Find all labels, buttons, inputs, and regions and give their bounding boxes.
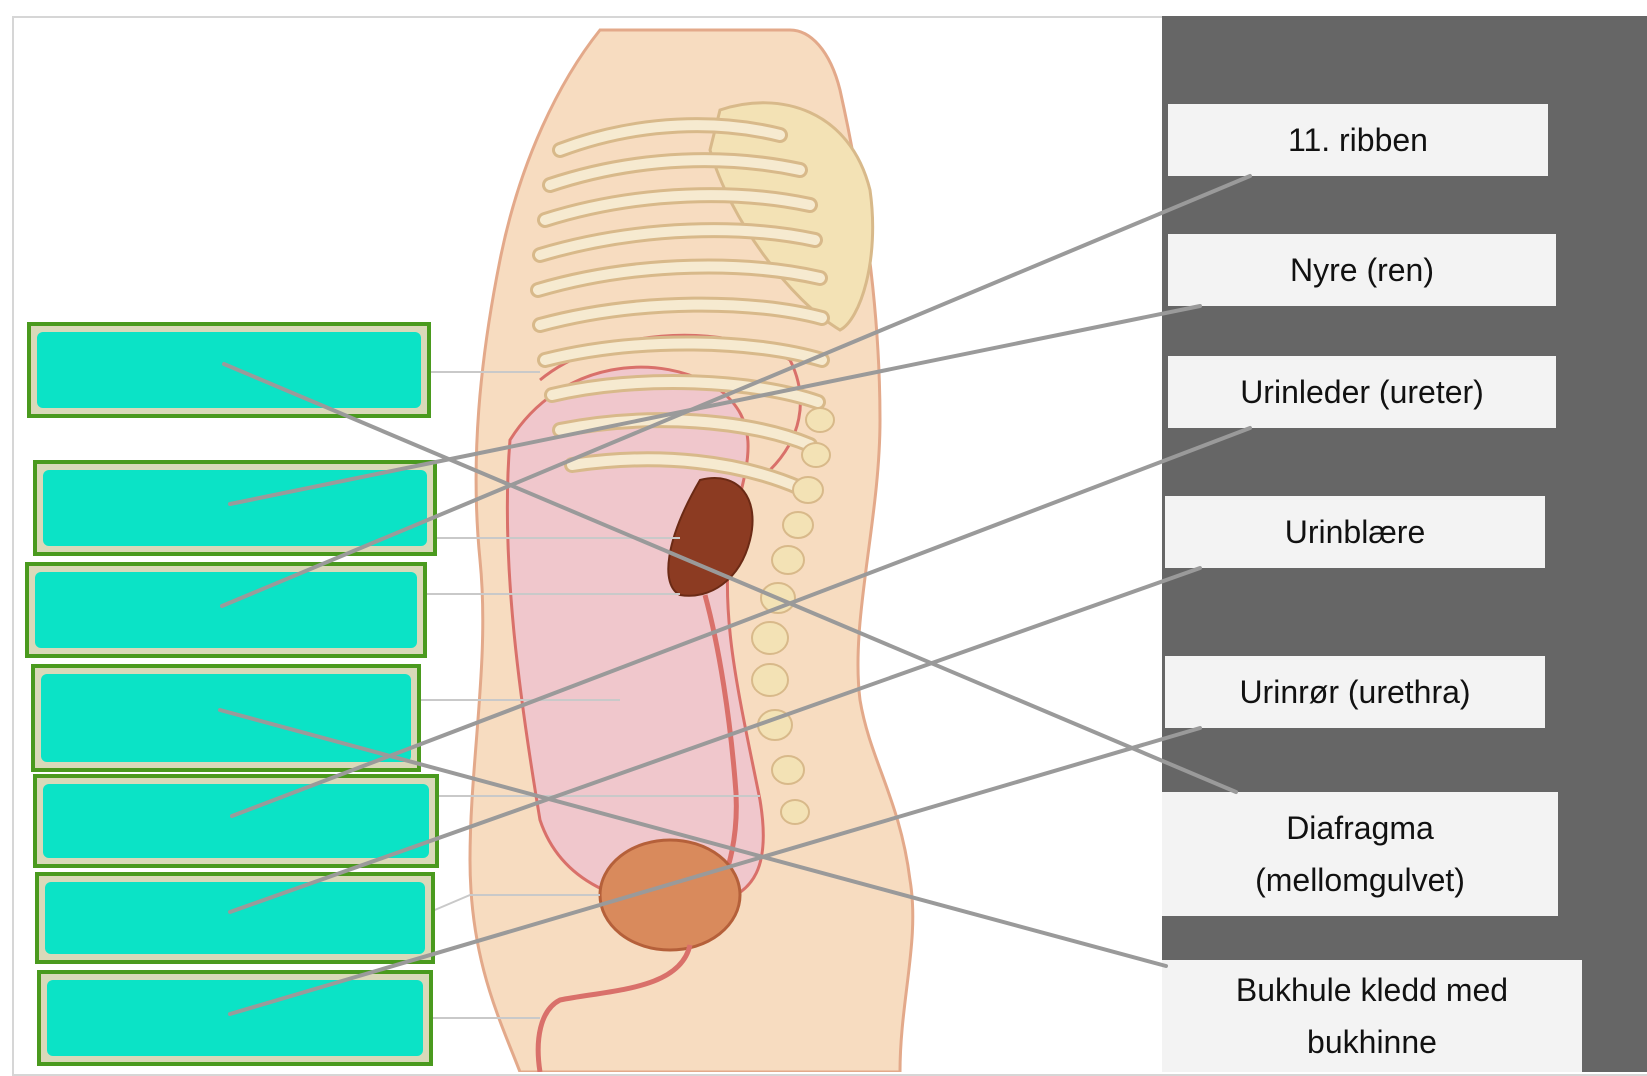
connector-urinror: [230, 728, 1200, 1014]
connector-diafragma: [224, 364, 1236, 792]
connector-11-ribben: [222, 176, 1250, 606]
connector-urinblaere: [230, 568, 1200, 912]
connector-nyre: [230, 306, 1200, 504]
